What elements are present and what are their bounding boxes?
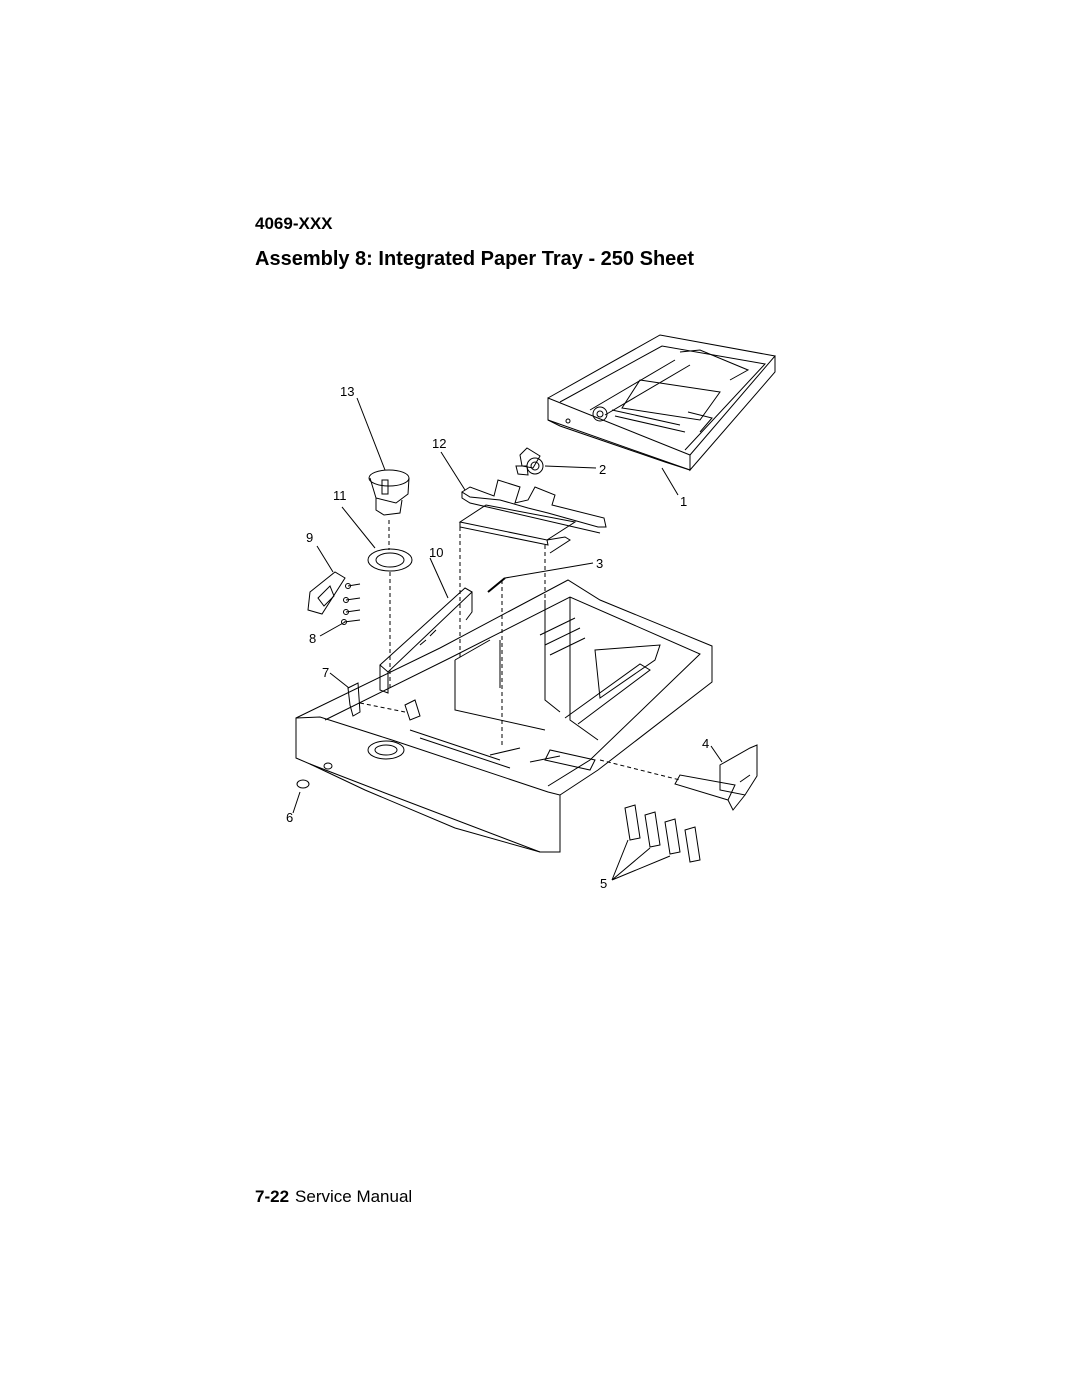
callout-1: 1 <box>680 494 687 509</box>
part-13-hub <box>368 469 410 516</box>
part-4-rear-guide <box>674 744 758 811</box>
callout-5: 5 <box>600 876 607 891</box>
model-number: 4069-XXX <box>255 214 333 233</box>
part-5-clips <box>624 804 701 863</box>
tray-body <box>295 579 713 853</box>
page-footer: 7-22 Service Manual <box>255 1187 412 1207</box>
page-title: Assembly 8: Integrated Paper Tray - 250 … <box>255 248 695 270</box>
part-10-side-guide <box>379 587 473 694</box>
callout-12: 12 <box>432 436 446 451</box>
part-1-complete-tray <box>547 334 776 472</box>
callout-2: 2 <box>599 462 606 477</box>
part-9-bracket <box>307 571 346 615</box>
callout-7: 7 <box>322 665 329 680</box>
part-7-latch <box>347 682 361 717</box>
callout-10: 10 <box>429 545 443 560</box>
callout-9: 9 <box>306 530 313 545</box>
callout-6: 6 <box>286 810 293 825</box>
callout-8: 8 <box>309 631 316 646</box>
part-8-screws <box>341 583 361 625</box>
part-11-ring <box>367 548 413 572</box>
part-6-foot <box>296 779 310 789</box>
callout-11: 11 <box>333 488 347 503</box>
callout-13: 13 <box>340 384 354 399</box>
callout-4: 4 <box>702 736 709 751</box>
callout-3: 3 <box>596 556 603 571</box>
part-2-pick-arm <box>515 447 544 476</box>
part-12-bracket <box>461 479 607 534</box>
manual-name: Service Manual <box>295 1187 413 1206</box>
page-number: 7-22 <box>255 1187 290 1206</box>
